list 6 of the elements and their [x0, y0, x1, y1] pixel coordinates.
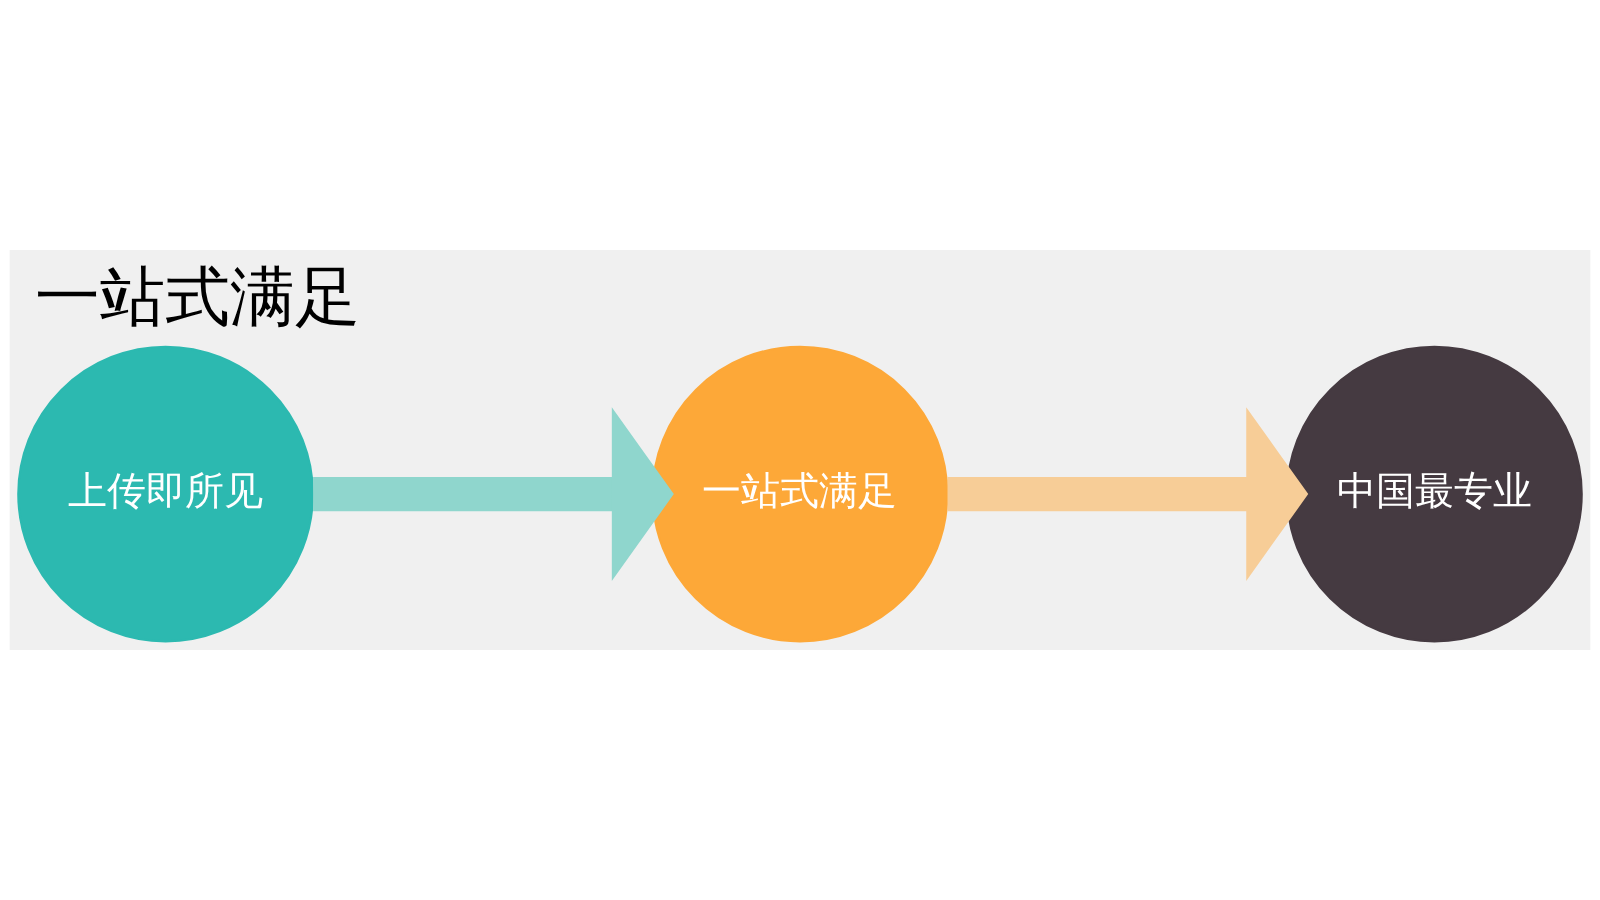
arrow	[313, 407, 674, 581]
arrow	[947, 407, 1309, 581]
node-circle: 一站式满足	[651, 345, 949, 643]
diagram-title: 一站式满足	[35, 258, 361, 334]
node-circle: 中国最专业	[1286, 345, 1583, 643]
node-circle: 上传即所见	[17, 345, 314, 643]
